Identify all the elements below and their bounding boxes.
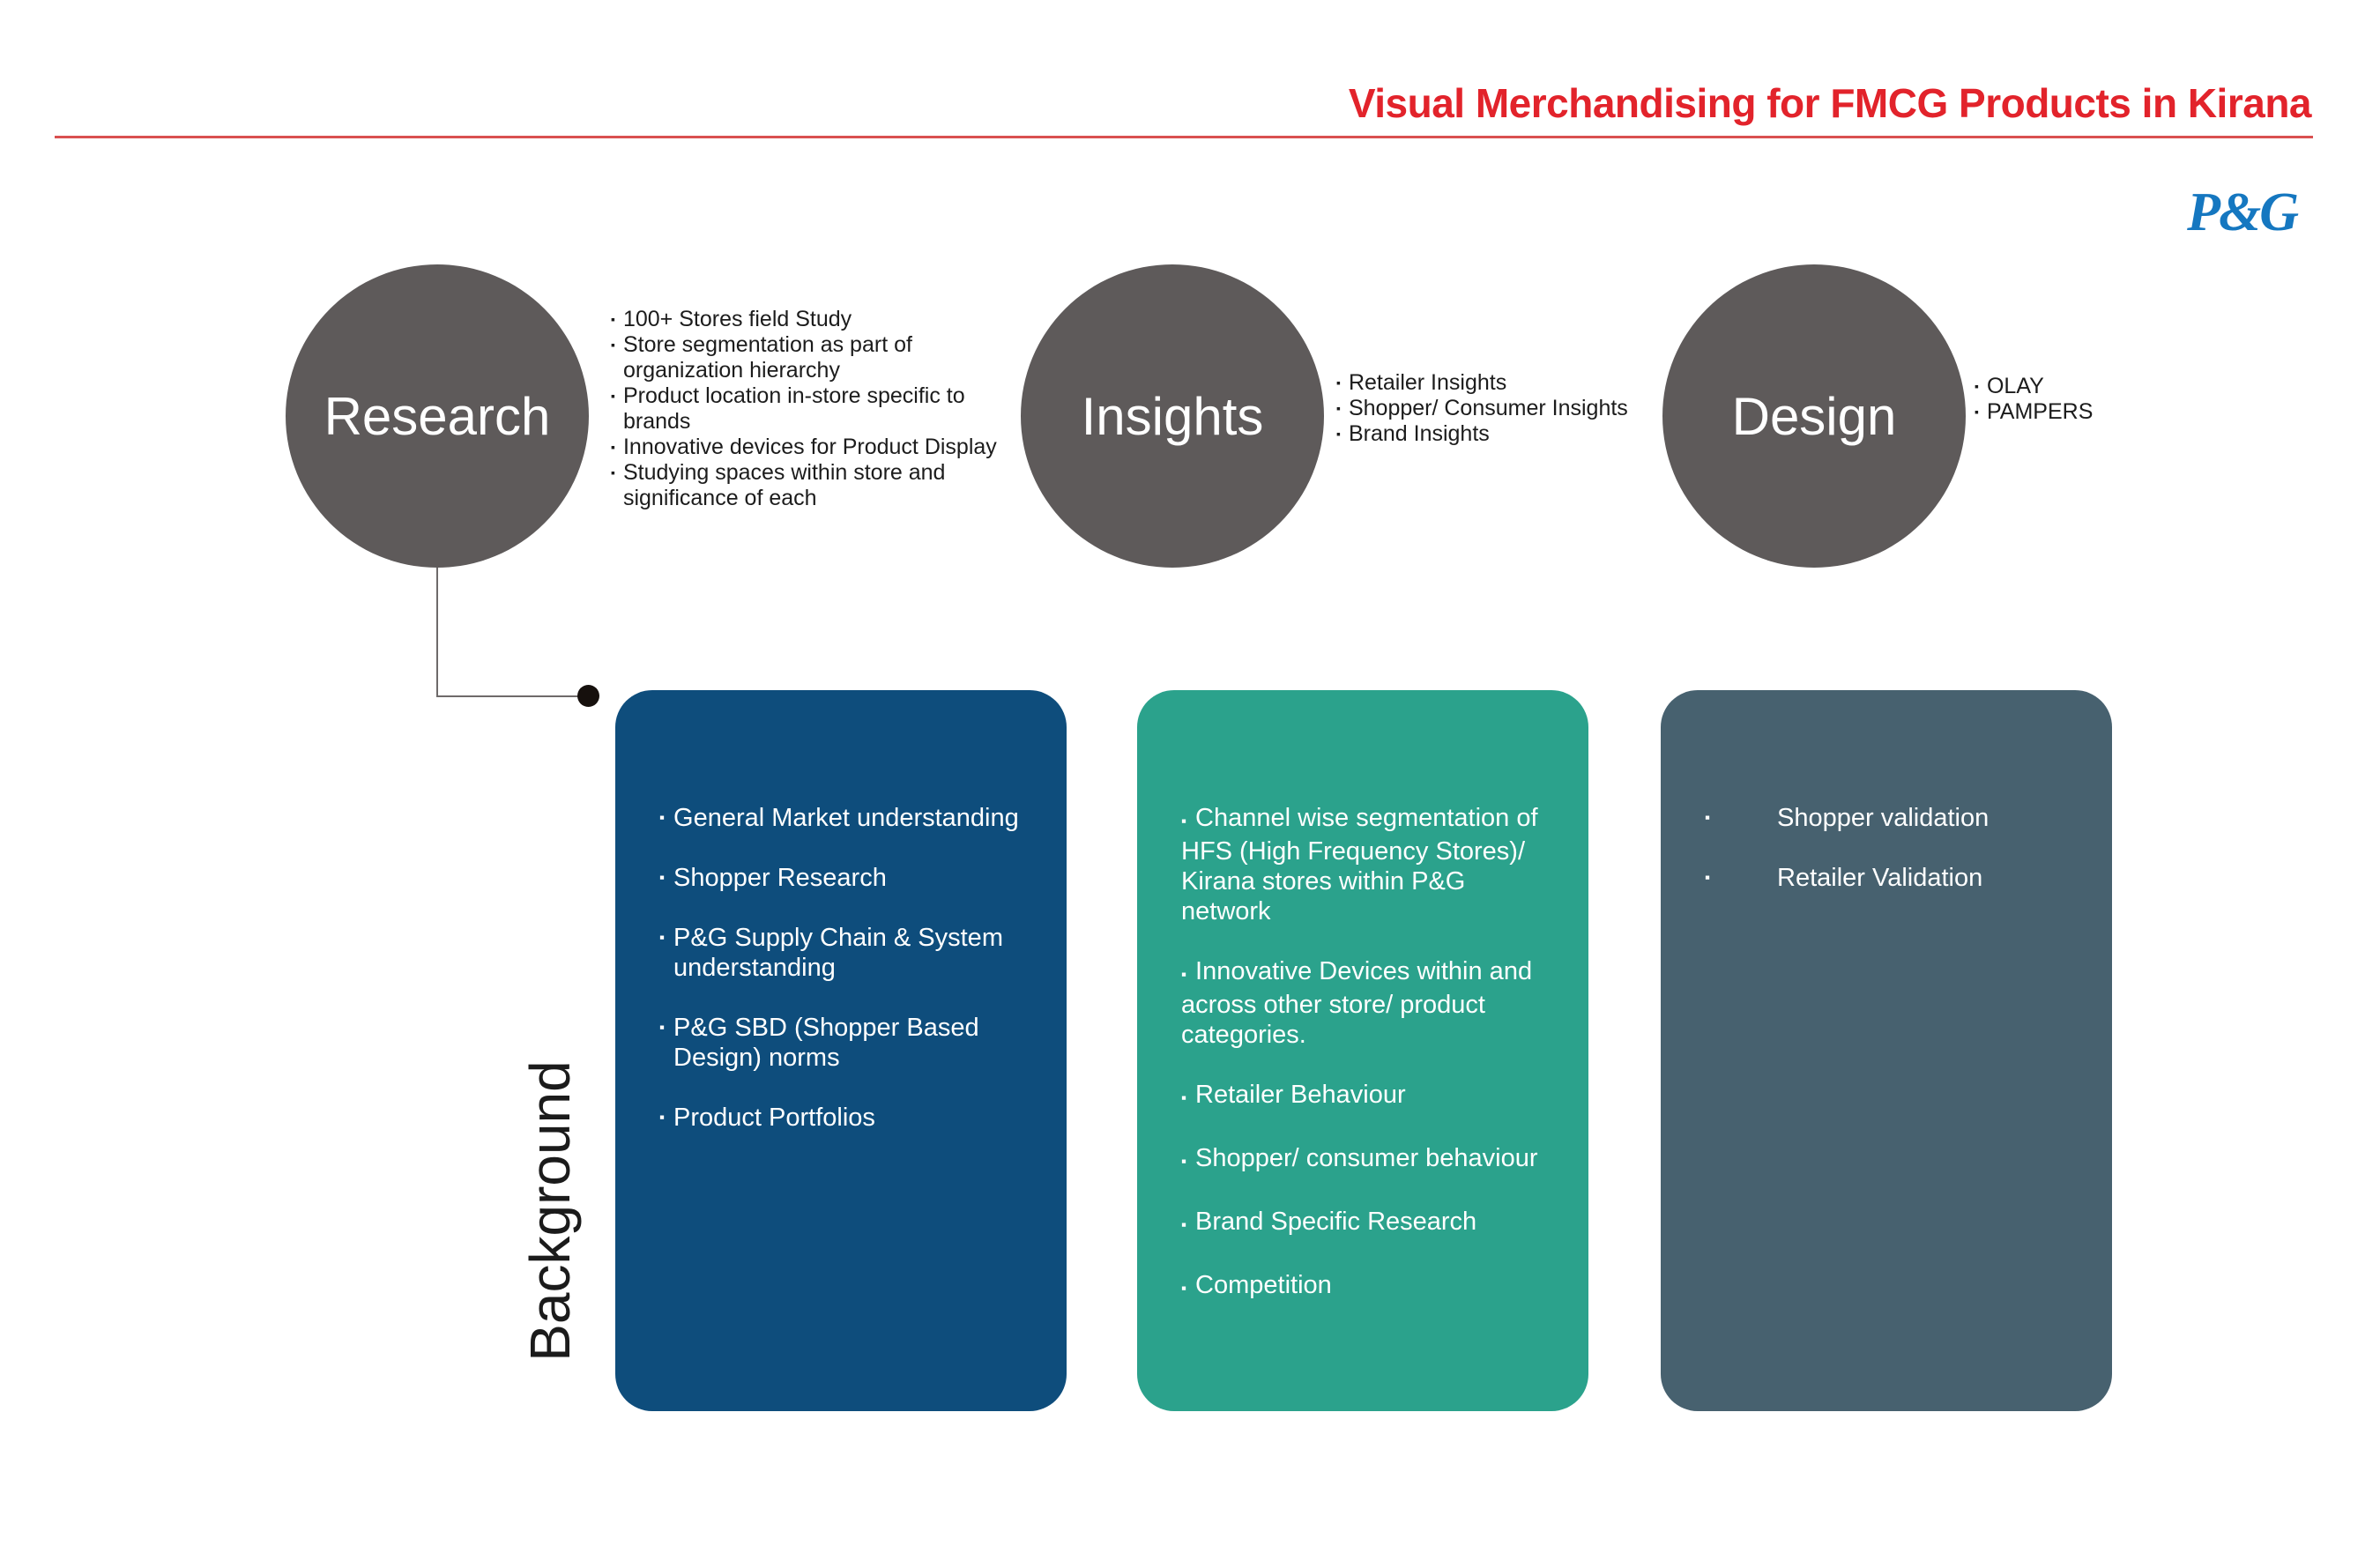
list-item: ▪Channel wise segmentation of HFS (High … — [1181, 803, 1550, 926]
panel-insights-background: ▪Channel wise segmentation of HFS (High … — [1137, 690, 1588, 1411]
page-title: Visual Merchandising for FMCG Products i… — [1348, 80, 2312, 126]
section-label-background: Background — [518, 1060, 582, 1362]
list-item-text: Retailer Insights — [1348, 370, 1507, 395]
list-item: ▪ Retailer Validation — [1705, 863, 2073, 893]
list-item-text: General Market understanding — [673, 804, 1019, 832]
list-item: ▪ Retailer Behaviour — [1181, 1080, 1550, 1113]
panel-design-background: ▪ Shopper validation ▪ Retailer Validation — [1661, 690, 2112, 1411]
bullet-icon: ▪ — [611, 312, 615, 326]
bullet-icon: ▪ — [611, 465, 615, 479]
stage-circle-insights: Insights — [1021, 264, 1324, 568]
list-item: ▪ Studying spaces within store and signif… — [611, 460, 1021, 511]
bullet-icon: ▪ — [1181, 1089, 1187, 1106]
list-item: ▪ Competition — [1181, 1270, 1550, 1304]
list-item: ▪ Retailer Insights — [1336, 370, 1707, 396]
list-item: ▪ OLAY — [1975, 374, 2239, 399]
connector-vertical-line — [436, 568, 438, 696]
list-item-text: Shopper Research — [673, 864, 887, 892]
bullet-icon: ▪ — [659, 1019, 666, 1036]
bullet-icon: ▪ — [659, 929, 666, 946]
insights-bullet-list: ▪ Retailer Insights ▪ Shopper/ Consumer Ins… — [1336, 370, 1707, 447]
bullet-icon: ▪ — [1975, 379, 1979, 393]
list-item-text: Product Portfolios — [673, 1104, 875, 1132]
list-item: ▪ Shopper Research — [659, 863, 1028, 893]
list-item-text: OLAY — [1986, 374, 2044, 398]
list-item: ▪ Shopper/ Consumer Insights — [1336, 396, 1707, 421]
list-item-text: Channel wise segmentation of HFS (High F… — [1181, 804, 1538, 925]
list-item: ▪Innovative Devices within and across ot… — [1181, 956, 1550, 1050]
connector-horizontal-line — [436, 695, 581, 697]
title-divider — [55, 136, 2313, 138]
list-item: ▪ Product location in-store specific to b… — [611, 383, 1021, 435]
bullet-icon: ▪ — [1181, 966, 1187, 983]
list-item-text: Retailer Behaviour — [1195, 1081, 1406, 1109]
pg-logo: P&G — [2187, 182, 2299, 242]
list-item-text: Product location in-store specific to br… — [622, 383, 965, 434]
list-item: ▪ P&G Supply Chain & System understanding — [659, 923, 1028, 983]
bullet-icon: ▪ — [1336, 427, 1341, 441]
list-item-text: Store segmentation as part of organizati… — [622, 332, 912, 383]
bullet-icon: ▪ — [1181, 1216, 1187, 1233]
list-item: ▪ Store segmentation as part of organizat… — [611, 332, 1021, 383]
bullet-icon: ▪ — [611, 440, 615, 454]
list-item-text: Shopper/ Consumer Insights — [1348, 396, 1628, 420]
list-item: ▪ PAMPERS — [1975, 399, 2239, 425]
list-item-text: P&G Supply Chain & System understanding — [673, 924, 1003, 982]
research-bullet-list: ▪ 100+ Stores field Study ▪ Store segmentat… — [611, 307, 1021, 511]
stage-circle-research: Research — [286, 264, 589, 568]
bullet-icon: ▪ — [1705, 809, 1711, 826]
list-item-text: Retailer Validation — [1777, 864, 1983, 892]
bullet-icon: ▪ — [659, 809, 666, 826]
bullet-icon: ▪ — [1181, 1153, 1187, 1170]
bullet-icon: ▪ — [1336, 401, 1341, 415]
list-item: ▪ Shopper validation — [1705, 803, 2073, 833]
stage-label-insights: Insights — [1081, 386, 1264, 446]
list-item: ▪ 100+ Stores field Study — [611, 307, 1021, 332]
list-item: ▪ Innovative devices for Product Display — [611, 435, 1021, 460]
bullet-icon: ▪ — [611, 389, 615, 403]
bullet-icon: ▪ — [1181, 1280, 1187, 1297]
bullet-icon: ▪ — [659, 869, 666, 886]
bullet-icon: ▪ — [611, 338, 615, 352]
stage-label-research: Research — [324, 386, 551, 446]
list-item-text: Innovative Devices within and across oth… — [1181, 957, 1533, 1049]
stage-label-design: Design — [1731, 386, 1897, 446]
list-item-text: Shopper validation — [1777, 804, 1990, 832]
list-item: ▪ Shopper/ consumer behaviour — [1181, 1143, 1550, 1177]
list-item: ▪ P&G SBD (Shopper Based Design) norms — [659, 1013, 1028, 1073]
list-item-text: Shopper/ consumer behaviour — [1195, 1144, 1538, 1172]
list-item-text: Innovative devices for Product Display — [622, 435, 997, 459]
list-item-text: Brand Specific Research — [1195, 1208, 1477, 1236]
list-item-text: Studying spaces within store and signifi… — [622, 460, 946, 510]
list-item: ▪ Product Portfolios — [659, 1103, 1028, 1133]
stage-circle-design: Design — [1662, 264, 1966, 568]
design-bullet-list: ▪ OLAY ▪ PAMPERS — [1975, 374, 2239, 425]
list-item: ▪ General Market understanding — [659, 803, 1028, 833]
bullet-icon: ▪ — [1336, 375, 1341, 390]
bullet-icon: ▪ — [1705, 869, 1711, 886]
list-item: ▪ Brand Specific Research — [1181, 1207, 1550, 1240]
list-item-text: PAMPERS — [1986, 399, 2094, 424]
bullet-icon: ▪ — [1181, 813, 1187, 829]
list-item-text: Competition — [1195, 1271, 1332, 1299]
list-item-text: P&G SBD (Shopper Based Design) norms — [673, 1014, 979, 1072]
connector-dot — [577, 685, 599, 707]
list-item-text: Brand Insights — [1348, 421, 1490, 446]
list-item-text: 100+ Stores field Study — [622, 307, 852, 331]
list-item: ▪ Brand Insights — [1336, 421, 1707, 447]
bullet-icon: ▪ — [1975, 405, 1979, 419]
panel-research-background: ▪ General Market understanding ▪ Shopper Re… — [615, 690, 1067, 1411]
bullet-icon: ▪ — [659, 1109, 666, 1126]
